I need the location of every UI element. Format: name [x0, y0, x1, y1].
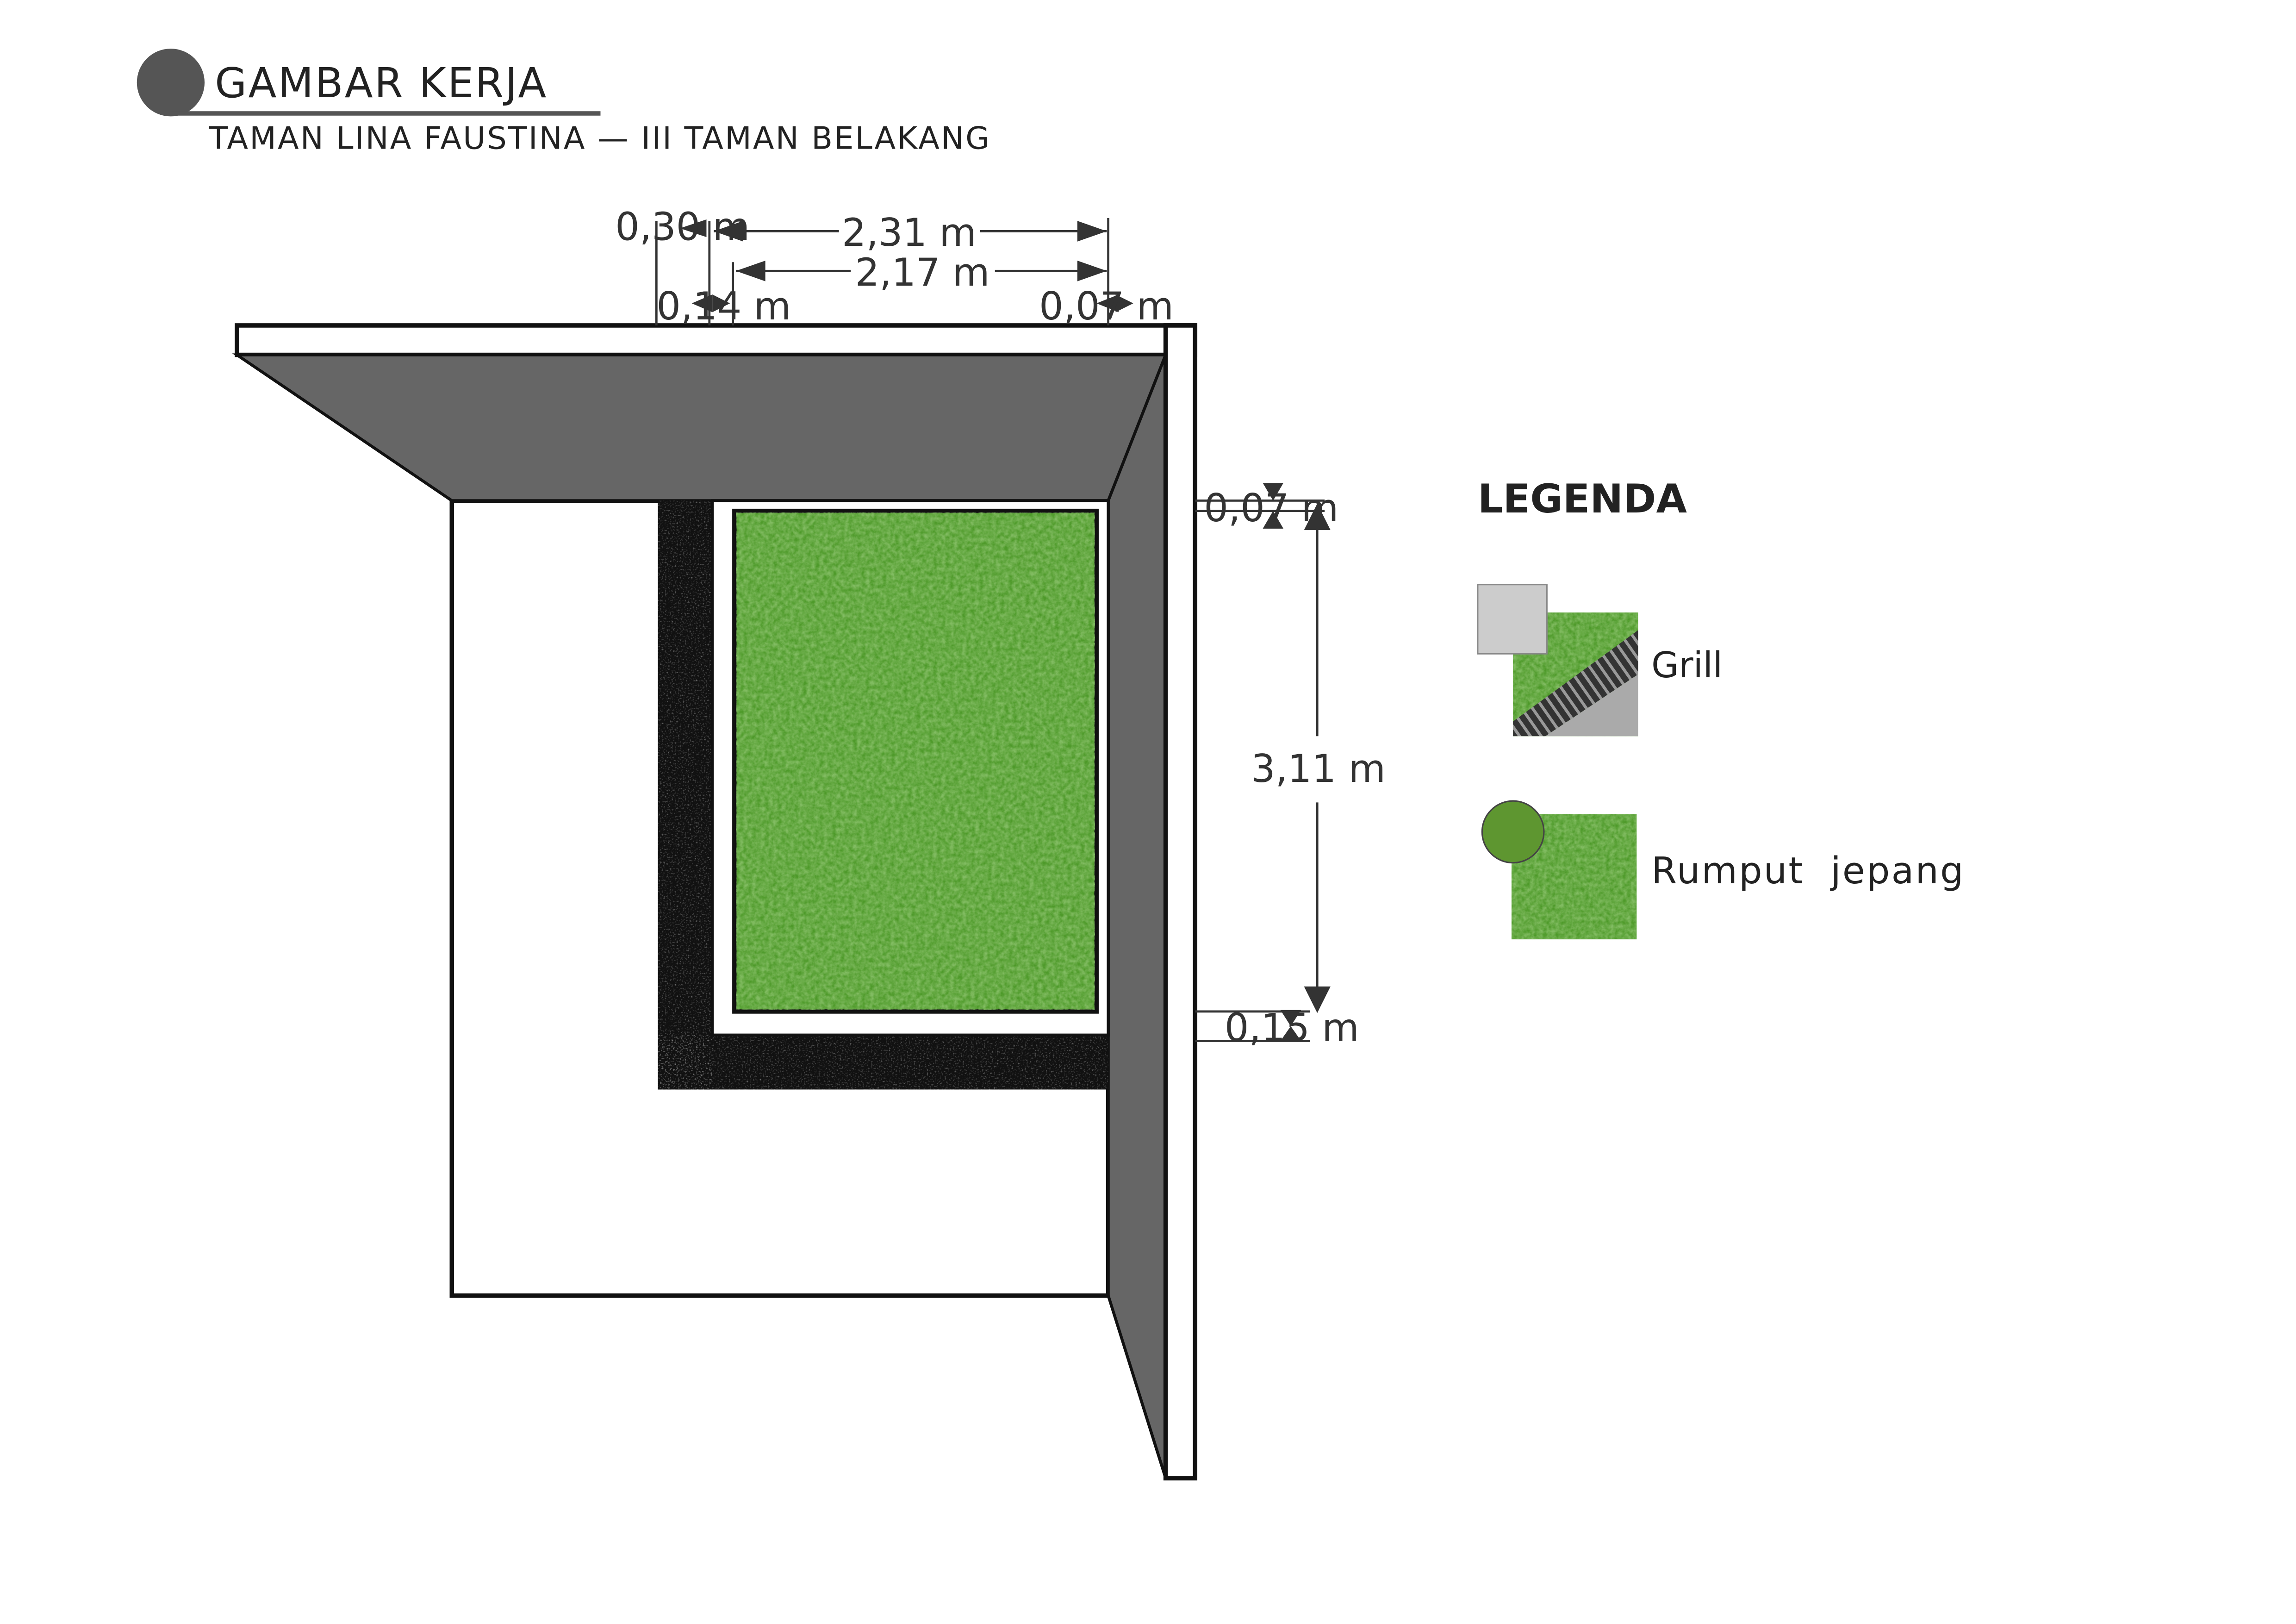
top-wall-cap [235, 323, 1198, 357]
header: GAMBAR KERJA TAMAN LINA FAUSTINA — III T… [137, 49, 991, 156]
dimensions [655, 218, 1331, 1042]
top-wall [232, 353, 1168, 502]
dim-top-gap: 0,07 m [1204, 486, 1338, 531]
dim-height: 3,11 m [1251, 747, 1386, 791]
dim-top-offset: 0,30 m [615, 205, 750, 250]
dim-left-gap: 0,14 m [656, 284, 791, 329]
page-subtitle: TAMAN LINA FAUSTINA — III TAMAN BELAKANG [209, 120, 991, 156]
grass-texture [736, 512, 1095, 1010]
garden-plan [232, 323, 1198, 1480]
title-dot-icon [137, 49, 205, 117]
grill-swatch [1477, 584, 1548, 655]
legend-label-grass: Rumput jepang [1651, 849, 1965, 892]
grill-gravel-border [658, 500, 1108, 1090]
dim-bottom-gap: 0,15 m [1225, 1006, 1359, 1050]
legend-title: LEGENDA [1478, 476, 1687, 522]
page-title: GAMBAR KERJA [215, 59, 548, 107]
legend: LEGENDA Grill Rumput jepang [1477, 476, 1965, 940]
dim-inner-width: 2,17 m [855, 250, 990, 295]
right-wall [1107, 354, 1167, 1479]
dim-right-gap: 0,07 m [1039, 284, 1174, 329]
dim-total-width: 2,31 m [842, 211, 977, 255]
grass-swatch [1481, 800, 1545, 864]
legend-label-grill: Grill [1651, 644, 1723, 686]
dimension-labels: 0,30 m 2,31 m 2,17 m 0,14 m 0,07 m 0,07 … [615, 205, 1386, 1050]
right-wall-cap [1163, 323, 1198, 1480]
legend-item-grill: Grill [1477, 584, 1723, 737]
legend-item-grass: Rumput jepang [1481, 800, 1965, 940]
